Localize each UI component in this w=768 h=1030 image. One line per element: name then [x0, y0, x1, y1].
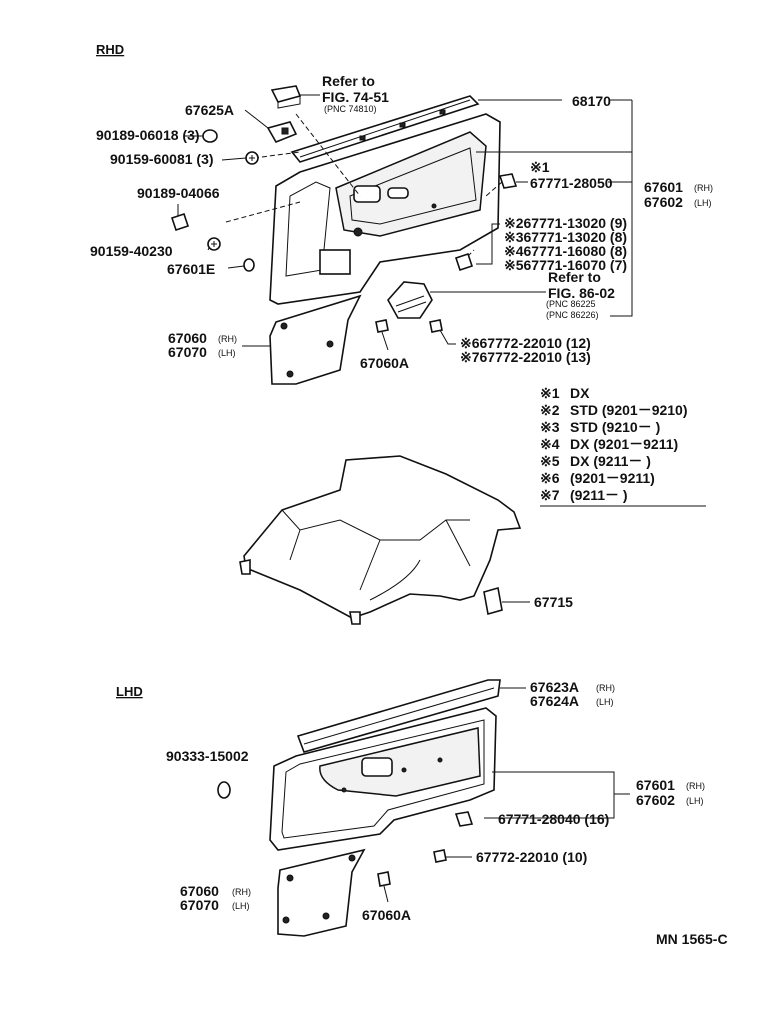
variant-legend: ※1 DX ※2 STD (9201－9210) ※3 STD (9210－ )…: [540, 385, 706, 507]
door-trim-panel-rhd: [269, 113, 501, 305]
legend-text-3: STD (9210－ ): [570, 419, 660, 435]
legend-text-6: (9201－9211): [570, 470, 655, 486]
label-67623a-rh: (RH): [596, 683, 615, 693]
label-s4: ※467771-16080 (8): [504, 243, 627, 259]
label-67601-rh-lhd: (RH): [686, 781, 705, 791]
label-s5: ※567771-16070 (7): [504, 257, 627, 273]
legend-mark-3: ※3: [540, 419, 560, 435]
label-67772-22010-lhd: 67772-22010 (10): [476, 849, 587, 865]
label-67602-rhd: 67602: [644, 194, 683, 210]
label-67601e: 67601E: [167, 261, 215, 277]
bracket-67625a: [266, 121, 298, 144]
label-67623a: 67623A: [530, 679, 579, 695]
clip-67060a-lhd: [377, 871, 391, 887]
label-67771-28050: 67771-28050: [530, 175, 613, 191]
legend-text-7: (9211－ ): [570, 487, 628, 503]
ref-fig-7451-pnc: (PNC 74810): [324, 104, 377, 114]
label-s6: ※667772-22010 (12): [460, 335, 591, 351]
label-67624a: 67624A: [530, 693, 579, 709]
weatherstrip-68170: [290, 95, 480, 163]
plug-67601e: [243, 258, 255, 272]
lower-panel-67060-lhd: [277, 848, 366, 937]
section-title-lhd: LHD: [116, 684, 143, 699]
legend-mark-2: ※2: [540, 402, 560, 418]
clip-90189-04066: [170, 212, 190, 232]
label-68170: 68170: [572, 93, 611, 109]
clip-67771-28050: [498, 173, 518, 189]
label-90189-04066: 90189-04066: [137, 185, 220, 201]
label-67060-rh-lhd: (RH): [232, 887, 251, 897]
clip-90189-06018: [202, 129, 218, 143]
label-star1: ※1: [530, 159, 550, 175]
screw-90159-60081: [245, 151, 259, 165]
ref-fig-8602-pnc1: (PNC 86225: [546, 299, 596, 309]
quarter-trim-panel: [239, 455, 522, 625]
speaker-grille: [387, 281, 433, 319]
label-s2: ※267771-13020 (9): [504, 215, 627, 231]
switch-part: [270, 85, 302, 109]
screw-67772-22010-lhd: [433, 849, 447, 863]
label-67060-rhd: 67060: [168, 330, 207, 346]
screw-90159-40230: [207, 237, 221, 251]
label-67602-lh-lhd: (LH): [686, 796, 704, 806]
weatherstrip-67623a: [296, 679, 501, 753]
label-67070-rhd: 67070: [168, 344, 207, 360]
lower-panel-67060-rhd: [269, 294, 362, 385]
label-90189-06018: 90189-06018 (3): [96, 127, 200, 143]
trim-cap-67715: [483, 586, 503, 616]
label-67060a-rhd: 67060A: [360, 355, 409, 371]
label-67060-lhd: 67060: [180, 883, 219, 899]
label-67070-lh-rhd: (LH): [218, 348, 236, 358]
label-67624a-lh: (LH): [596, 697, 614, 707]
screw-67772-22010-rhd: [429, 319, 443, 333]
ref-fig-7451-line2: FIG. 74-51: [322, 89, 389, 105]
legend-text-5: DX (9211－ ): [570, 453, 651, 469]
diagram-code: MN 1565-C: [656, 931, 728, 947]
ref-fig-8602-line2: FIG. 86-02: [548, 285, 615, 301]
clip-67771-13020: [454, 252, 474, 272]
ref-fig-8602-line1: Refer to: [548, 269, 601, 285]
label-s3: ※367771-13020 (8): [504, 229, 627, 245]
label-67715: 67715: [534, 594, 573, 610]
label-s7: ※767772-22010 (13): [460, 349, 591, 365]
clip-67771-28040: [454, 811, 474, 827]
label-67601-rh: (RH): [694, 183, 713, 193]
label-67602-lhd: 67602: [636, 792, 675, 808]
ref-fig-8602-pnc2: (PNC 86226): [546, 310, 599, 320]
door-trim-panel-lhd: [269, 707, 497, 851]
label-67602-lh: (LH): [694, 198, 712, 208]
label-67625a: 67625A: [185, 102, 234, 118]
legend-mark-1: ※1: [540, 385, 560, 401]
legend-mark-4: ※4: [540, 436, 560, 452]
legend-mark-6: ※6: [540, 470, 560, 486]
legend-mark-5: ※5: [540, 453, 560, 469]
label-90333-15002: 90333-15002: [166, 748, 249, 764]
label-67601-lhd: 67601: [636, 777, 675, 793]
legend-text-4: DX (9201－9211): [570, 436, 678, 452]
plug-90333-15002: [217, 781, 231, 799]
label-90159-60081: 90159-60081 (3): [110, 151, 214, 167]
label-67060-rh-rhd: (RH): [218, 334, 237, 344]
clip-67060a-rhd: [375, 319, 389, 333]
legend-text-1: DX: [570, 385, 590, 401]
label-67601-rhd: 67601: [644, 179, 683, 195]
legend-text-2: STD (9201－9210): [570, 402, 688, 418]
label-67070-lhd: 67070: [180, 897, 219, 913]
label-67771-28040: 67771-28040 (16): [498, 811, 609, 827]
label-67070-lh-lhd: (LH): [232, 901, 250, 911]
legend-mark-7: ※7: [540, 487, 560, 503]
section-title-rhd: RHD: [96, 42, 124, 57]
label-90159-40230: 90159-40230: [90, 243, 173, 259]
ref-fig-7451-line1: Refer to: [322, 73, 375, 89]
label-67060a-lhd: 67060A: [362, 907, 411, 923]
